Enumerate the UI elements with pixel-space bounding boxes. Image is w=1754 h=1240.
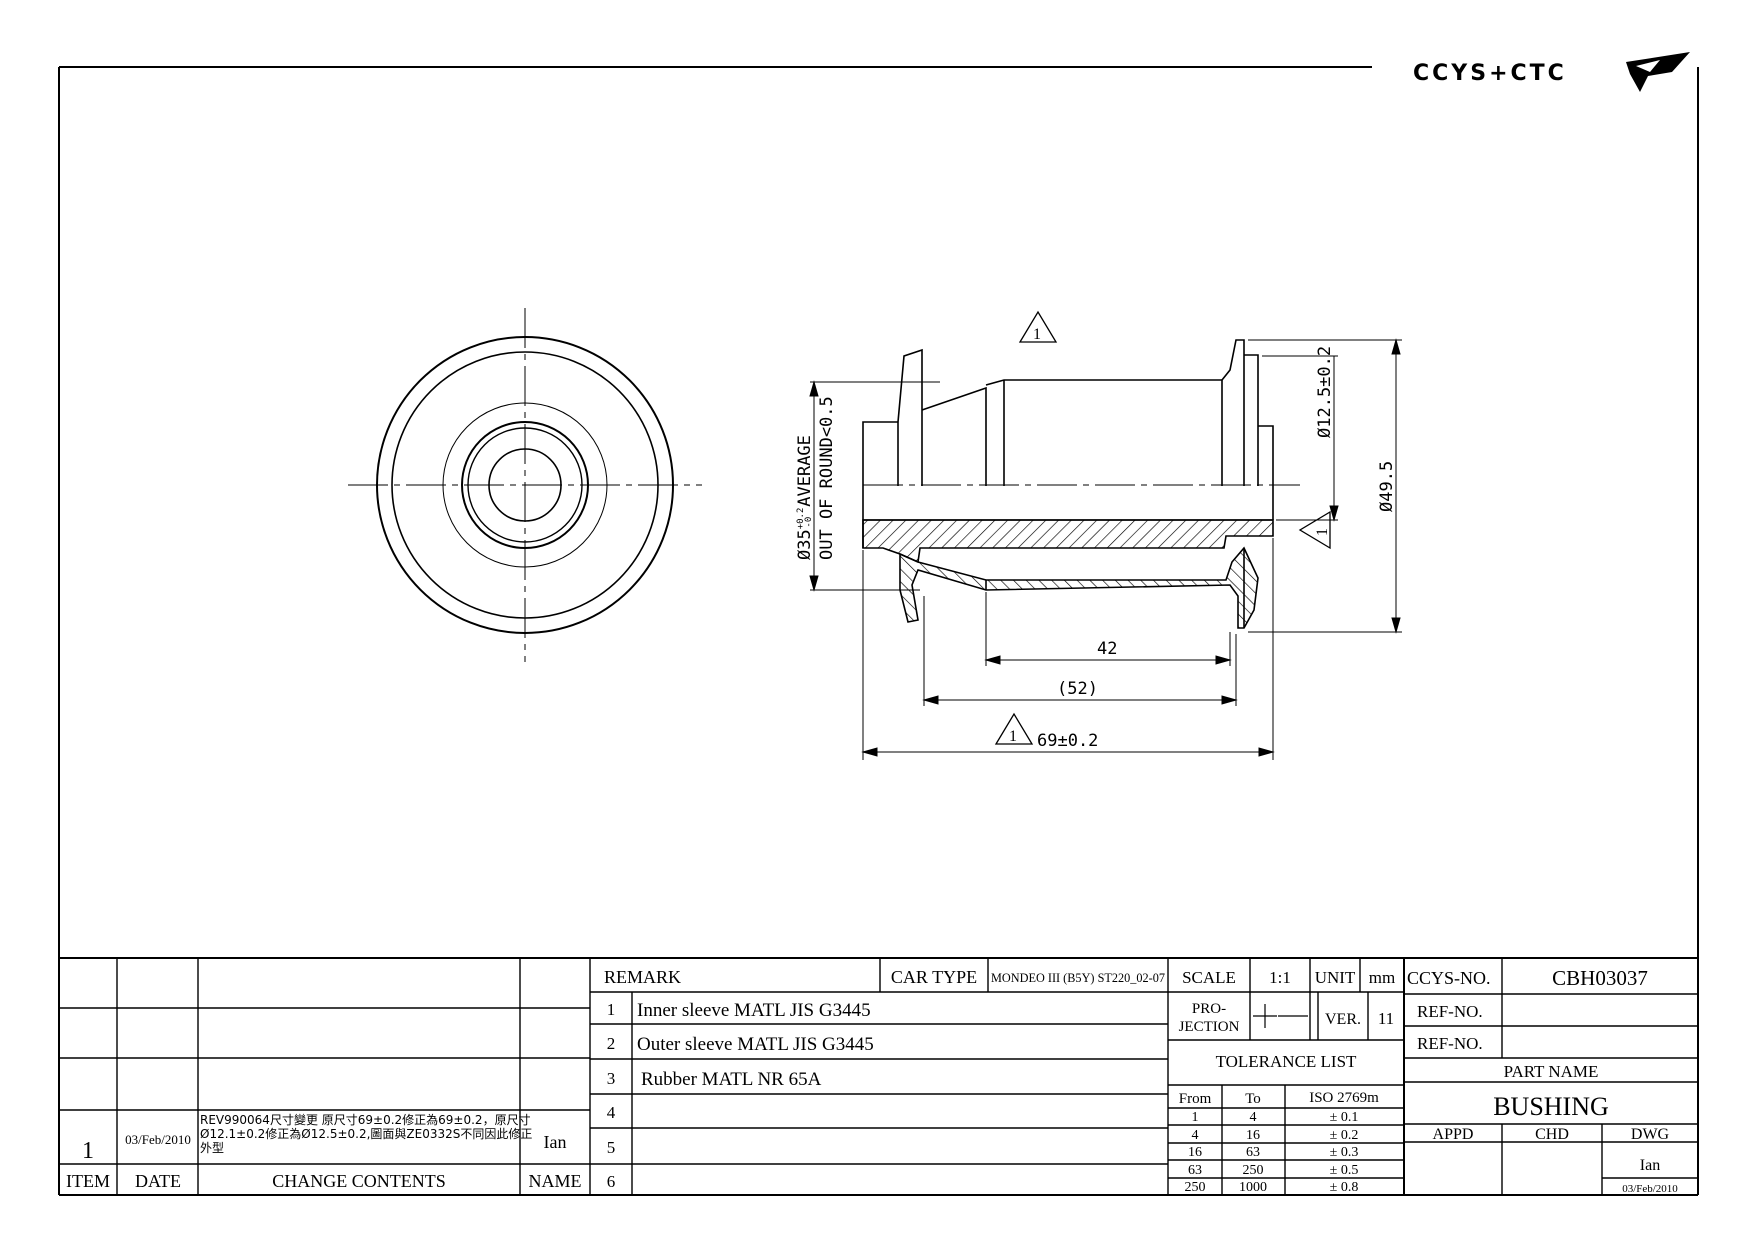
svg-text:16: 16 bbox=[1246, 1128, 1260, 1143]
dim-outer-dia: Ø35+0.2-0AVERAGE bbox=[795, 435, 815, 560]
part-name-value: BUSHING bbox=[1493, 1092, 1609, 1121]
part-name-label: PART NAME bbox=[1504, 1062, 1599, 1081]
dwg-label: DWG bbox=[1631, 1126, 1670, 1143]
car-type-label: CAR TYPE bbox=[891, 967, 977, 987]
dimension-texts: Ø35+0.2-0AVERAGE OUT OF ROUND<0.5 Ø12.5±… bbox=[795, 346, 1397, 751]
ccys-no-label: CCYS-NO. bbox=[1407, 968, 1491, 988]
rev-entry-date: 03/Feb/2010 bbox=[125, 1132, 191, 1147]
brand-logo-text: CCYS+CTC bbox=[1413, 61, 1567, 86]
revision-table bbox=[59, 958, 591, 1195]
unit-label: UNIT bbox=[1315, 968, 1356, 987]
remark-label: REMARK bbox=[604, 967, 681, 987]
svg-text:1: 1 bbox=[1009, 728, 1017, 745]
inner-sleeve-section bbox=[862, 519, 1274, 564]
projection-label-2: JECTION bbox=[1179, 1019, 1240, 1035]
tol-header-from: From bbox=[1179, 1091, 1212, 1107]
dim-length-42: 42 bbox=[1097, 639, 1117, 659]
rev-header-contents: CHANGE CONTENTS bbox=[272, 1171, 446, 1191]
appd-label: APPD bbox=[1433, 1126, 1474, 1143]
svg-text:63: 63 bbox=[1246, 1145, 1260, 1160]
svg-text:4: 4 bbox=[1192, 1128, 1199, 1143]
scale-value: 1:1 bbox=[1269, 968, 1291, 987]
chd-label: CHD bbox=[1535, 1126, 1569, 1143]
ref-no-label-1: REF-NO. bbox=[1417, 1002, 1483, 1021]
brand-wing-icon bbox=[1626, 52, 1690, 92]
delta-marker: 1 bbox=[994, 712, 1034, 745]
remark-no-4: 4 bbox=[607, 1103, 616, 1122]
dimension-lines bbox=[809, 338, 1402, 760]
remark-no-5: 5 bbox=[607, 1138, 616, 1157]
svg-text:± 0.2: ± 0.2 bbox=[1330, 1128, 1359, 1143]
part-info-table bbox=[1404, 958, 1698, 1195]
svg-text:1000: 1000 bbox=[1239, 1180, 1267, 1195]
remark-table bbox=[590, 958, 1169, 1195]
dim-length-69: 69±0.2 bbox=[1037, 731, 1098, 751]
projection-symbol-icon bbox=[1253, 1004, 1308, 1028]
revision-texts: ITEM DATE CHANGE CONTENTS NAME 1 03/Feb/… bbox=[66, 1112, 582, 1191]
rev-header-date: DATE bbox=[135, 1171, 181, 1191]
remark-text-2: Outer sleeve MATL JIS G3445 bbox=[637, 1034, 874, 1055]
dim-flange-dia: Ø49.5 bbox=[1377, 461, 1397, 512]
remark-no-6: 6 bbox=[607, 1172, 616, 1191]
svg-text:± 0.8: ± 0.8 bbox=[1330, 1180, 1359, 1195]
spec-texts: SCALE 1:1 UNIT mm PRO- JECTION VER. 11 T… bbox=[1179, 968, 1396, 1195]
svg-text:± 0.1: ± 0.1 bbox=[1330, 1110, 1359, 1125]
rev-entry-line3: 外型 bbox=[200, 1141, 224, 1155]
tolerance-title: TOLERANCE LIST bbox=[1216, 1052, 1357, 1071]
rev-entry-name: Ian bbox=[544, 1132, 567, 1152]
rev-header-name: NAME bbox=[529, 1171, 582, 1191]
remark-no-1: 1 bbox=[607, 1000, 616, 1019]
ccys-no-value: CBH03037 bbox=[1552, 966, 1648, 990]
ver-value: 11 bbox=[1378, 1009, 1394, 1028]
title-block bbox=[59, 957, 1698, 1195]
unit-value: mm bbox=[1369, 968, 1395, 987]
delta-marker: 1 bbox=[1018, 310, 1058, 343]
svg-text:63: 63 bbox=[1188, 1163, 1202, 1178]
svg-text:16: 16 bbox=[1188, 1145, 1202, 1160]
part-texts: CCYS-NO. CBH03037 REF-NO. REF-NO. PART N… bbox=[1407, 966, 1678, 1195]
dim-inner-dia: Ø12.5±0.2 bbox=[1315, 346, 1335, 438]
car-type-value: MONDEO III (B5Y) ST220_02-07 bbox=[991, 971, 1165, 985]
remark-text-3: Rubber MATL NR 65A bbox=[641, 1069, 822, 1090]
scale-label: SCALE bbox=[1182, 968, 1236, 987]
remark-texts: REMARK CAR TYPE MONDEO III (B5Y) ST220_0… bbox=[604, 967, 1165, 1191]
remark-no-2: 2 bbox=[607, 1034, 616, 1053]
rubber-section bbox=[899, 546, 1259, 629]
dim-length-52: (52) bbox=[1057, 679, 1098, 699]
remark-no-3: 3 bbox=[607, 1069, 616, 1088]
delta-markers: 1 1 1 bbox=[994, 310, 1331, 745]
dwg-date: 03/Feb/2010 bbox=[1622, 1183, 1678, 1195]
svg-text:1: 1 bbox=[1192, 1110, 1199, 1125]
svg-text:4: 4 bbox=[1250, 1110, 1257, 1125]
svg-text:250: 250 bbox=[1185, 1180, 1206, 1195]
rev-header-item: ITEM bbox=[66, 1171, 110, 1191]
dim-out-of-round: OUT OF ROUND<0.5 bbox=[817, 396, 837, 560]
delta-marker: 1 bbox=[1298, 510, 1331, 550]
remark-text-1: Inner sleeve MATL JIS G3445 bbox=[637, 1000, 871, 1021]
ver-label: VER. bbox=[1325, 1011, 1361, 1028]
svg-text:250: 250 bbox=[1243, 1163, 1264, 1178]
front-view bbox=[348, 308, 702, 662]
section-view bbox=[862, 339, 1300, 629]
ref-no-label-2: REF-NO. bbox=[1417, 1034, 1483, 1053]
svg-text:± 0.5: ± 0.5 bbox=[1330, 1163, 1359, 1178]
rev-entry-item: 1 bbox=[82, 1138, 94, 1164]
svg-text:± 0.3: ± 0.3 bbox=[1330, 1145, 1359, 1160]
projection-label-1: PRO- bbox=[1192, 1001, 1226, 1017]
tol-header-iso: ISO 2769m bbox=[1309, 1090, 1379, 1106]
spec-table bbox=[1168, 958, 1405, 1195]
brand-logo: CCYS+CTC bbox=[1413, 52, 1690, 92]
dwg-name: Ian bbox=[1640, 1157, 1660, 1174]
tol-header-to: To bbox=[1245, 1091, 1261, 1107]
rev-entry-line2: Ø12.1±0.2修正為Ø12.5±0.2,圖面與ZE0332S不同因此修正 bbox=[200, 1126, 532, 1141]
svg-text:1: 1 bbox=[1033, 326, 1041, 343]
svg-text:1: 1 bbox=[1314, 528, 1331, 536]
sheet-border bbox=[58, 66, 1699, 1196]
front-view-centerlines bbox=[348, 308, 702, 662]
rev-entry-line1: REV990064尺寸變更 原尺寸69±0.2修正為69±0.2，原尺寸 bbox=[200, 1112, 531, 1127]
